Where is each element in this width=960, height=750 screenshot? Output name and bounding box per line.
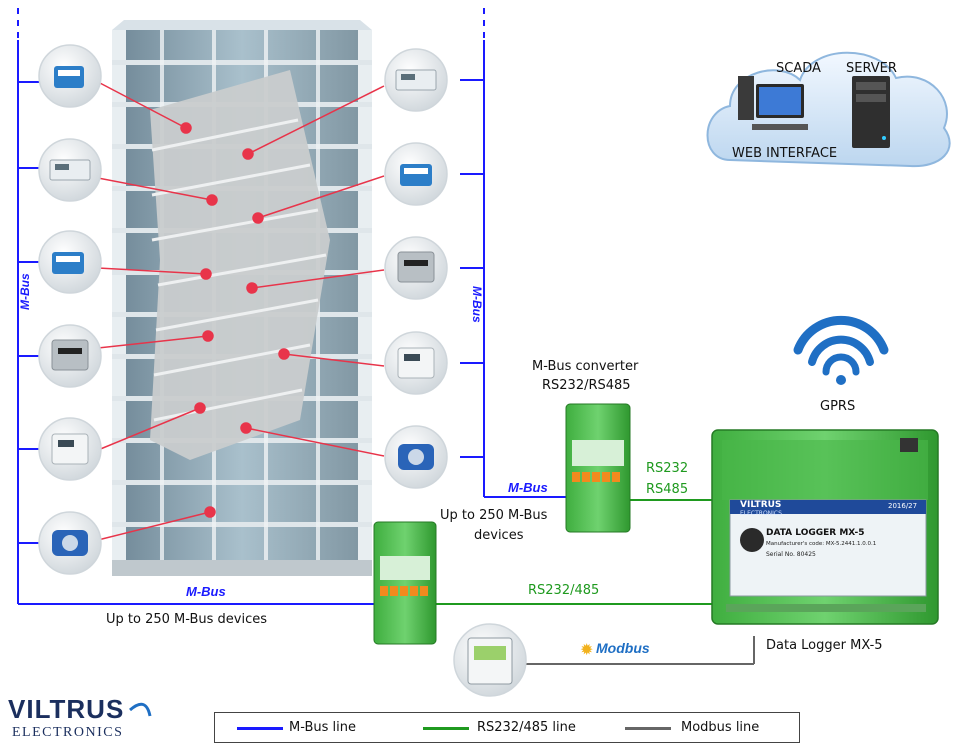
web-interface-label: WEB INTERFACE bbox=[732, 146, 838, 161]
mbus-logo-right: M-Bus bbox=[470, 286, 484, 323]
mbus-converter-title: M-Bus converter bbox=[532, 359, 639, 374]
logger-title: DATA LOGGER MX-5 bbox=[766, 528, 865, 538]
server-label: SERVER bbox=[846, 61, 897, 76]
meter-connectors bbox=[97, 81, 385, 541]
viltrus-logo-swoosh bbox=[129, 702, 152, 717]
legend-mbus-label: M-Bus line bbox=[289, 720, 356, 735]
legend-rs485-label: RS232/485 line bbox=[477, 720, 576, 735]
mbus-converter-device-2 bbox=[373, 521, 437, 645]
water-meter-icon bbox=[52, 66, 434, 556]
modbus-line bbox=[524, 636, 755, 665]
modbus-display-icon bbox=[453, 623, 527, 697]
logger-manufacturer: Manufacturer's code: MX-5.2441.1.0.0.1 bbox=[766, 541, 877, 547]
legend-mbus-swatch bbox=[237, 727, 283, 730]
viltrus-logo: VILTRUS bbox=[8, 694, 125, 724]
logger-serial: Serial No. 80425 bbox=[766, 551, 816, 558]
heat-meter-icon bbox=[49, 69, 437, 181]
modbus-logo: Modbus bbox=[596, 640, 650, 656]
data-logger-device bbox=[711, 429, 939, 625]
up-to-250-label: Up to 250 M-Bus bbox=[440, 508, 548, 523]
legend-modbus-label: Modbus line bbox=[681, 720, 760, 735]
up-to-250-devices-label: devices bbox=[474, 528, 524, 543]
gprs-label: GPRS bbox=[820, 399, 856, 414]
rs232-label: RS232 bbox=[646, 461, 689, 476]
mbus-right-line bbox=[460, 8, 566, 498]
mbus-converter-subtitle: RS232/RS485 bbox=[542, 378, 631, 393]
mbus-converter-device bbox=[565, 403, 631, 533]
modbus-star-icon: ✹ bbox=[580, 640, 594, 659]
meters-left bbox=[38, 44, 102, 575]
mbus-logo-bottom: M-Bus bbox=[186, 584, 226, 599]
mbus-logo-converter: M-Bus bbox=[508, 480, 548, 495]
rs232-485-label: RS232/485 bbox=[528, 583, 600, 598]
server-icon bbox=[852, 76, 890, 148]
gprs-icon bbox=[793, 315, 889, 385]
scada-computer-icon bbox=[738, 76, 808, 130]
logger-badge: 2016/27 bbox=[888, 502, 918, 510]
legend-modbus-swatch bbox=[625, 727, 671, 730]
mbus-left-line bbox=[17, 8, 380, 605]
building-illustration bbox=[112, 20, 372, 576]
data-logger-label: Data Logger MX-5 bbox=[766, 638, 883, 653]
logger-brand: VILTRUS bbox=[740, 500, 782, 510]
gas-meter-icon bbox=[51, 251, 435, 371]
mbus-logo-left: M-Bus bbox=[18, 273, 32, 310]
up-to-250-bottom-label: Up to 250 M-Bus devices bbox=[106, 612, 268, 627]
legend-rs485-swatch bbox=[423, 727, 469, 730]
scada-label: SCADA bbox=[776, 61, 821, 76]
logger-brand-sub: ELECTRONICS bbox=[740, 510, 782, 517]
rs485-label: RS485 bbox=[646, 482, 689, 497]
legend: M-Bus line RS232/485 line Modbus line bbox=[214, 712, 800, 743]
rs485-lines bbox=[436, 499, 712, 605]
electricity-meter-icon bbox=[51, 347, 435, 465]
viltrus-logo-sub: ELECTRONICS bbox=[12, 725, 124, 740]
